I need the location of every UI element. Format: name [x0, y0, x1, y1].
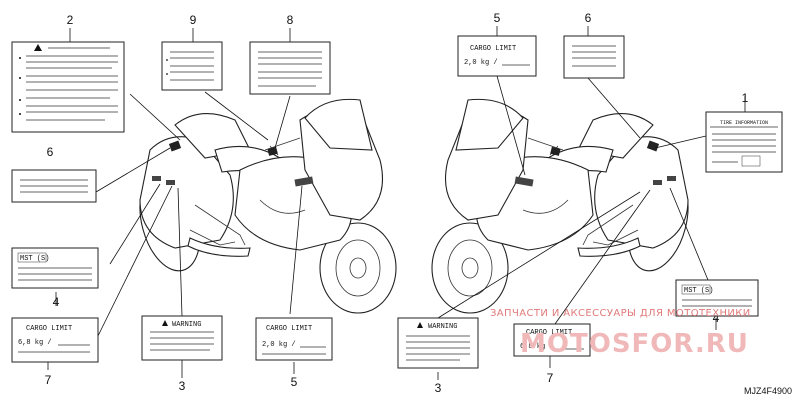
label-7-right-cargo: CARGO LIMIT 6,8 kg /	[513, 323, 591, 357]
label-6-left	[11, 169, 97, 203]
callout-1: 1	[742, 91, 749, 105]
label-7-left-cargo: CARGO LIMIT 6,8 kg /	[11, 317, 99, 363]
label-4-right-tire-code: MST (S)	[675, 279, 759, 317]
callout-3-left: 3	[179, 379, 186, 393]
callout-7-left: 7	[45, 373, 52, 387]
watermark-logo: MOTOSFOR.RU	[520, 329, 749, 359]
leader-lines	[47, 26, 746, 380]
drawing-code: MJZ4F4900	[744, 386, 792, 396]
callout-2: 2	[67, 13, 74, 27]
tire-code-left: MST (S)	[20, 255, 49, 263]
callout-5-right: 5	[494, 11, 501, 25]
label-9	[161, 41, 223, 91]
cargo-title-mid: CARGO LIMIT	[266, 325, 312, 333]
callout-3-right: 3	[435, 381, 442, 395]
label-3-right-warning: WARNING	[397, 317, 479, 369]
cargo-kg-right: 6,8 kg /	[520, 343, 554, 351]
cargo-kg-mid: 2,0 kg /	[262, 341, 296, 349]
cargo-title-right: CARGO LIMIT	[526, 329, 572, 337]
callout-8: 8	[287, 13, 294, 27]
callout-7-right: 7	[547, 371, 554, 385]
callout-4-left: 4	[53, 295, 60, 309]
callout-6-right: 6	[585, 11, 592, 25]
callout-numbers: 2 9 8 6 4 7 3 5 5 6 1 4 3 7	[45, 11, 749, 395]
warning-title-left: WARNING	[172, 321, 201, 329]
left-motorcycle-illustration	[139, 98, 397, 314]
label-1-tire-information: TIRE INFORMATION	[705, 111, 783, 173]
tire-code-right: MST (S)	[684, 287, 713, 295]
warning-title-right: WARNING	[428, 323, 457, 331]
watermark: ЗАПЧАСТИ И АКСЕССУАРЫ ДЛЯ МОТОТЕХНИКИ MO…	[490, 308, 751, 359]
cargo-kg-left: 6,8 kg /	[18, 339, 52, 347]
label-6-right	[563, 35, 625, 79]
tire-info-title: TIRE INFORMATION	[720, 120, 768, 126]
warning-triangle-icon	[417, 322, 423, 328]
label-3-left-warning: WARNING	[141, 315, 223, 361]
warning-triangle-icon	[34, 44, 42, 51]
callout-6-left: 6	[47, 145, 54, 159]
right-motorcycle-illustration	[431, 98, 689, 314]
label-8	[249, 41, 331, 95]
label-5-left-cargo: CARGO LIMIT 2,0 kg /	[255, 317, 333, 361]
cargo-kg-top: 2,0 kg /	[464, 59, 498, 67]
cargo-title-left: CARGO LIMIT	[26, 325, 72, 333]
callout-5-left: 5	[291, 375, 298, 389]
warning-triangle-icon	[162, 320, 168, 326]
watermark-tagline: ЗАПЧАСТИ И АКСЕССУАРЫ ДЛЯ МОТОТЕХНИКИ	[490, 308, 751, 319]
label-5-right-cargo: CARGO LIMIT 2,0 kg /	[457, 35, 537, 77]
callout-4-right: 4	[713, 311, 720, 325]
callout-9: 9	[190, 13, 197, 27]
label-4-left-tire-code: MST (S)	[11, 247, 99, 289]
cargo-title-top: CARGO LIMIT	[470, 45, 516, 53]
label-2-caution	[11, 41, 125, 133]
